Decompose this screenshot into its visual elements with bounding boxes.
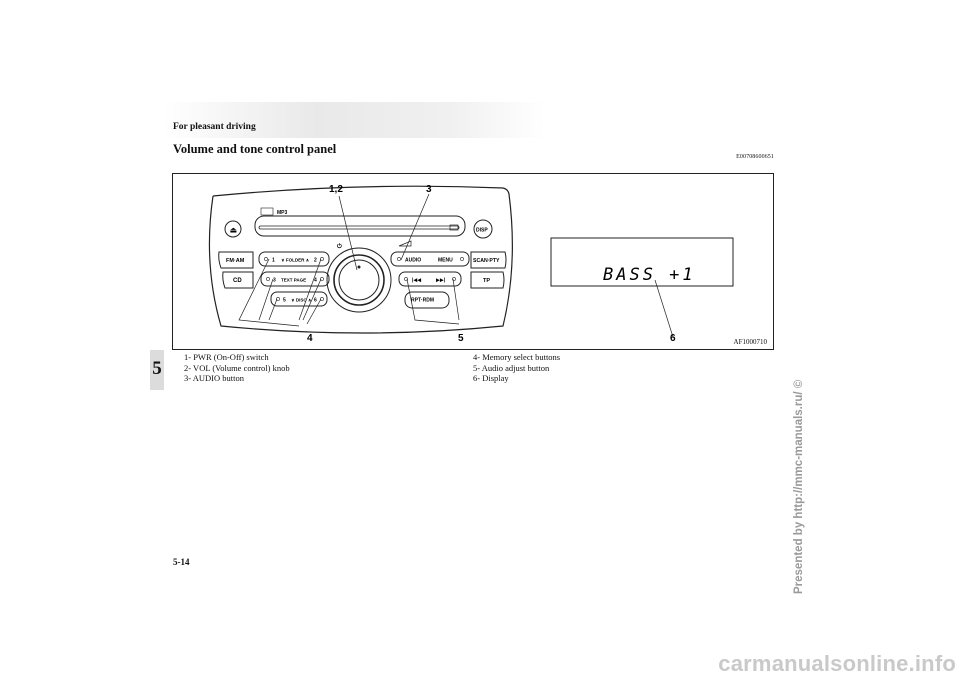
control-panel-drawing: MP3 ⏏ DISP ⏻ FM·AM CD 1 ∨ FOLDER ∧ 2 3 T…: [208, 184, 734, 344]
rpt-rdm-label: RPT·RDM: [411, 298, 434, 304]
textpage-label: TEXT PAGE: [281, 278, 306, 283]
eject-icon: ⏏: [230, 226, 238, 235]
knob-center: [357, 265, 361, 269]
cd-slot: [258, 225, 460, 230]
power-icon: ⏻: [337, 243, 342, 250]
preset-1-label: 1: [272, 258, 275, 264]
preset-row-1: [258, 251, 330, 267]
radio-faceplate: [208, 185, 513, 334]
leader-3: [400, 193, 430, 261]
leader-6: [654, 279, 674, 338]
leader-5b: [452, 278, 460, 321]
vol-knob: [338, 259, 380, 301]
audio-menu-row: [390, 251, 470, 267]
legend-item: 3- AUDIO button: [184, 373, 244, 384]
cd-logo: [260, 207, 274, 216]
page-number: 5-14: [173, 557, 190, 567]
tp-label: TP: [483, 278, 490, 284]
knob-surround: [326, 247, 392, 313]
callout-4: 4: [307, 333, 313, 344]
leader-4c: [268, 298, 278, 321]
leader-4a: [238, 258, 300, 327]
disp-button: [473, 219, 493, 239]
prev-track-icon: |◀◀: [412, 278, 421, 284]
callout-3: 3: [426, 184, 432, 195]
disc-label: ∨ DISC ∧: [291, 298, 312, 303]
legend-item: 6- Display: [473, 373, 509, 384]
fmam-button: [218, 251, 254, 269]
volume-icon: [398, 240, 412, 247]
folder-label: ∨ FOLDER ∧: [281, 258, 309, 263]
display-readout: BASS +1: [603, 265, 696, 285]
cd-button: [222, 271, 254, 289]
legend-left: 1- PWR (On-Off) switch 2- VOL (Volume co…: [184, 352, 290, 384]
page-title: Volume and tone control panel: [173, 142, 337, 156]
callout-5: 5: [458, 333, 464, 344]
preset-row-3: [270, 291, 328, 307]
display-screen: [550, 237, 734, 287]
preset-3-label: 3: [273, 278, 276, 284]
preset-5-label: 5: [283, 298, 286, 304]
side-note-vertical: Presented by http://mmc-manuals.ru/ ©: [793, 379, 805, 594]
callout-1-2: 1,2: [329, 184, 343, 195]
legend-item: 4- Memory select buttons: [473, 352, 561, 362]
next-track-icon: ▶▶|: [436, 278, 446, 284]
chapter-tab: [150, 350, 164, 390]
figure-code: AF1000710: [733, 338, 767, 346]
cd-label: CD: [233, 278, 242, 284]
legend-right: 4- Memory select buttons 5- Audio adjust…: [473, 352, 560, 384]
leader-5a: [406, 278, 460, 325]
leader-4b: [258, 278, 274, 321]
leader-12: [338, 195, 358, 271]
scan-pty-label: SCAN·PTY: [473, 258, 500, 264]
rpt-rdm-button: [404, 291, 450, 309]
menu-label: MENU: [438, 258, 453, 264]
leader-4e: [302, 278, 322, 321]
watermark: carmanualsonline.info: [718, 651, 956, 676]
preset-row-2: [260, 271, 330, 287]
section-header: For pleasant driving: [173, 122, 256, 132]
mp3-logo: MP3: [277, 210, 288, 216]
leader-4d: [298, 258, 322, 321]
scan-pty-button: [470, 251, 507, 269]
eject-slot-mark: [449, 224, 459, 231]
legend-item: 2- VOL (Volume control) knob: [184, 362, 290, 373]
legend-item: 1- PWR (On-Off) switch: [184, 352, 269, 362]
cd-slot-bezel: [254, 215, 466, 237]
chapter-tab-number: 5: [152, 358, 162, 379]
audio-label: AUDIO: [405, 258, 421, 264]
fmam-label: FM·AM: [226, 258, 245, 264]
vol-knob-ring: [333, 254, 385, 306]
preset-2-label: 2: [314, 258, 317, 264]
eject-button: [224, 220, 242, 238]
disp-label: DISP: [476, 228, 488, 234]
track-row: [398, 271, 462, 287]
preset-4-label: 4: [314, 278, 317, 284]
preset-6-label: 6: [314, 298, 317, 304]
control-panel-figure: MP3 ⏏ DISP ⏻ FM·AM CD 1 ∨ FOLDER ∧ 2 3 T…: [172, 173, 774, 350]
callout-6: 6: [670, 333, 676, 344]
leader-4f: [306, 298, 322, 325]
document-code: E00708600651: [736, 154, 774, 160]
legend-item: 5- Audio adjust button: [473, 362, 550, 373]
tp-button: [470, 271, 505, 289]
header-band: [163, 102, 545, 138]
